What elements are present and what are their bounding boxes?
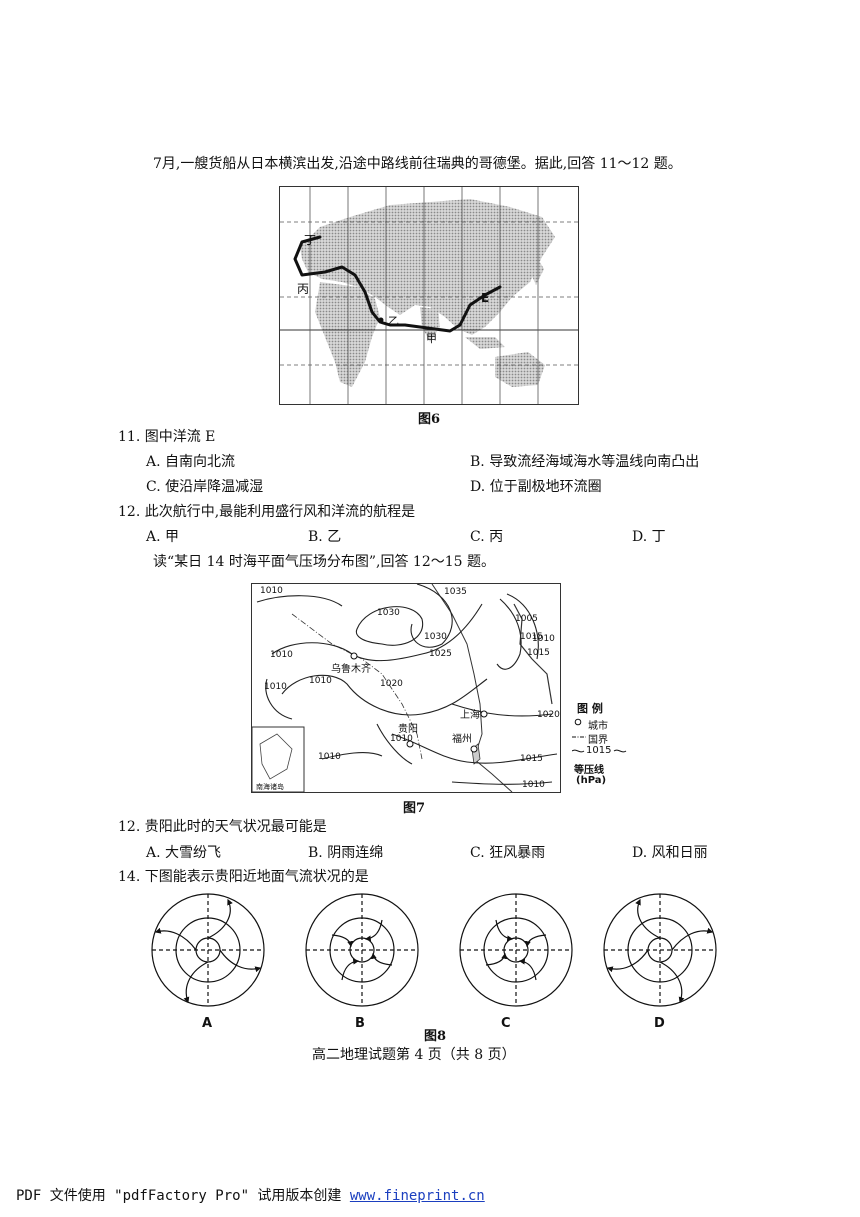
route-label-ding: 丁 (304, 233, 317, 247)
airflow-svg (151, 893, 717, 1007)
q11-option-b: B. 导致流经海域海水等温线向南凸出 (470, 454, 700, 470)
japan-island (530, 259, 544, 285)
city-label-fuzhou: 福州 (452, 734, 472, 745)
q13-option-b: B. 阴雨连绵 (308, 845, 384, 861)
isobar-label: 1025 (429, 649, 452, 659)
q11-option-d: D. 位于副极地环流圈 (470, 479, 602, 495)
city-marker-fuzhou (470, 745, 478, 753)
isobar-label: 1010 (270, 650, 293, 660)
isobar-label: 1010 (309, 676, 332, 686)
world-map-svg (280, 187, 578, 404)
diagram-label-b: B (355, 1016, 365, 1031)
africa-landmass (315, 282, 380, 387)
figure-6-world-map: 丁 丙 乙 甲 E (279, 186, 579, 405)
legend-isobar: 等压线 (574, 765, 604, 776)
isobar-label: 1005 (515, 614, 538, 624)
isobar-label: 1015 (520, 754, 543, 764)
isobar-label: 1015 (527, 648, 550, 658)
legend-svg (571, 718, 627, 753)
figure-6-caption: 图6 (418, 412, 441, 427)
map-legend: 城市 国界 1015 等压线 (hPa) (571, 717, 652, 807)
seasia-islands (465, 337, 505, 349)
q13-stem: 12. 贵阳此时的天气状况最可能是 (118, 819, 327, 835)
diagram-c (459, 893, 573, 1007)
q13-option-a: A. 大雪纷飞 (146, 845, 222, 861)
diagram-d (603, 893, 717, 1007)
figure-8-airflow-diagrams (140, 890, 720, 1015)
diagram-label-d: D (654, 1016, 665, 1031)
diagram-label-c: C (501, 1016, 511, 1031)
route-label-jia: 甲 (426, 332, 437, 345)
diagram-a (151, 893, 265, 1007)
australia-landmass (495, 352, 545, 387)
pdf-footer-text: PDF 文件使用 "pdfFactory Pro" 试用版本创建 (16, 1188, 350, 1204)
city-marker-guiyang (406, 740, 414, 748)
route-label-bing: 丙 (297, 282, 310, 296)
eurasia-landmass (300, 199, 555, 335)
figure-8-caption: 图8 (424, 1029, 447, 1044)
city-label-urumqi: 乌鲁木齐 (331, 664, 371, 675)
legend-title: 图 例 (577, 702, 603, 715)
isobar-label: 1035 (444, 587, 467, 597)
route-point-yi (378, 317, 384, 323)
page-number-footer: 高二地理试题第 4 页（共 8 页） (312, 1047, 516, 1063)
city-marker-shanghai (480, 710, 488, 718)
isobar-label: 1020 (380, 679, 403, 689)
q14-stem: 14. 下图能表示贵阳近地面气流状况的是 (118, 869, 369, 885)
city-label-guiyang: 贵阳 (398, 724, 418, 735)
q12-option-a: A. 甲 (146, 529, 180, 545)
isobar-label: 1010 (390, 734, 413, 744)
diagram-label-a: A (202, 1016, 213, 1031)
isobar-label: 1010 (522, 780, 545, 790)
isobar-label: 1010 (318, 752, 341, 762)
isobars (256, 584, 558, 785)
diagram-b (305, 893, 419, 1007)
legend-isobar-sample: 1015 (586, 745, 612, 756)
city-marker-urumqi (350, 652, 358, 660)
pressure-map-svg (252, 584, 558, 792)
q13-option-d: D. 风和日丽 (632, 845, 708, 861)
question-intro-11-12: 7月,一艘货船从日本横滨出发,沿途中路线前往瑞典的哥德堡。据此,回答 11～12… (153, 156, 682, 172)
figure-7-caption: 图7 (403, 801, 426, 816)
india-landmass (420, 307, 440, 342)
q13-option-c: C. 狂风暴雨 (470, 845, 546, 861)
q11-option-a: A. 自南向北流 (146, 454, 236, 470)
inset-frame (252, 726, 305, 792)
q12-stem: 12. 此次航行中,最能利用盛行风和洋流的航程是 (118, 504, 416, 520)
legend-city: 城市 (588, 721, 608, 732)
coastline (431, 584, 513, 792)
city-label-shanghai: 上海 (460, 710, 480, 721)
isobar-label: 1030 (424, 632, 447, 642)
q11-stem: 11. 图中洋流 E (118, 429, 216, 445)
route-label-yi: 乙 (388, 315, 399, 328)
isobar-label: 1010 (260, 586, 283, 596)
q11-option-c: C. 使沿岸降温减湿 (146, 479, 264, 495)
inset-label: 南海诸岛 (256, 783, 284, 791)
national-border (291, 613, 423, 760)
pdf-creator-footer: PDF 文件使用 "pdfFactory Pro" 试用版本创建 www.fin… (16, 1185, 485, 1205)
korea-japan (513, 603, 553, 705)
isobar-label: 1020 (537, 710, 560, 720)
fineprint-link[interactable]: www.fineprint.cn (349, 1188, 485, 1204)
graticule (280, 187, 578, 404)
q12-option-c: C. 丙 (470, 529, 504, 545)
legend-border: 国界 (588, 735, 608, 746)
figure-7-pressure-map: 1010 1030 1035 1030 1025 1020 1015 1010 … (251, 583, 561, 793)
isobar-label: 1010 (532, 634, 555, 644)
isobar-label: 1015 (520, 632, 543, 642)
isobar-label: 1030 (377, 608, 400, 618)
q12-option-b: B. 乙 (308, 529, 342, 545)
isobar-label: 1010 (264, 682, 287, 692)
q12-option-d: D. 丁 (632, 529, 666, 545)
legend-unit: (hPa) (576, 775, 607, 786)
question-intro-12-15: 读“某日 14 时海平面气压场分布图”,回答 12～15 题。 (153, 554, 496, 570)
current-label-e: E (481, 291, 490, 305)
